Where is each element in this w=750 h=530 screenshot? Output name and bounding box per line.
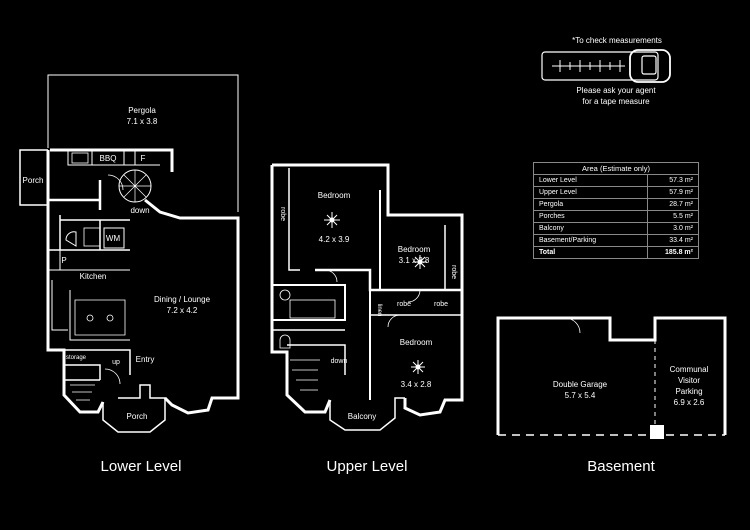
area-row-label: Basement/Parking bbox=[533, 234, 648, 247]
bedroom-3-dims: 3.4 x 2.8 bbox=[401, 380, 432, 389]
fridge-label: F bbox=[141, 154, 146, 163]
balcony-label: Balcony bbox=[348, 412, 376, 421]
visitor-parking-line1: Communal bbox=[670, 365, 709, 374]
basement-plan bbox=[496, 316, 727, 439]
visitor-parking-line2: Visitor bbox=[678, 376, 700, 385]
garage-label: Double Garage bbox=[553, 380, 608, 389]
tape-measure-icon bbox=[541, 49, 671, 83]
upper-level-title: Upper Level bbox=[327, 458, 408, 475]
pergola-label: Pergola bbox=[128, 106, 156, 115]
porch-bottom-label: Porch bbox=[127, 412, 148, 421]
area-table-header: Area (Estimate only) bbox=[533, 162, 699, 175]
garage-dims: 5.7 x 5.4 bbox=[565, 391, 596, 400]
lower-level-title: Lower Level bbox=[101, 458, 182, 475]
basement-title: Basement bbox=[587, 458, 655, 475]
storage-label: storage bbox=[66, 355, 87, 361]
area-row-label: Pergola bbox=[533, 198, 648, 211]
linen-label: linen bbox=[376, 304, 382, 317]
dining-dims: 7.2 x 4.2 bbox=[167, 306, 198, 315]
area-row-label: Upper Level bbox=[533, 186, 648, 199]
bedroom-1-label: Bedroom bbox=[318, 191, 351, 200]
visitor-parking-dims: 6.9 x 2.6 bbox=[674, 398, 705, 407]
upper-down-label: down bbox=[331, 358, 348, 365]
bedroom-1-dims: 4.2 x 3.9 bbox=[319, 235, 350, 244]
area-row: Pergola 28.7 m² bbox=[533, 198, 699, 211]
robe-left-label: robe bbox=[279, 207, 286, 221]
area-table-title: Area (Estimate only) bbox=[533, 162, 699, 175]
pantry-label: P bbox=[61, 256, 66, 265]
bedroom-3-label: Bedroom bbox=[400, 338, 433, 347]
bedroom-2-dims: 3.1 x 2.8 bbox=[399, 256, 430, 265]
area-table: Area (Estimate only) Lower Level 57.3 m²… bbox=[533, 162, 699, 259]
lower-up-label: up bbox=[112, 359, 120, 366]
area-row-value: 28.7 m² bbox=[647, 198, 699, 211]
area-row-value: 5.5 m² bbox=[647, 210, 699, 223]
entry-label: Entry bbox=[136, 355, 155, 364]
dining-label: Dining / Lounge bbox=[154, 295, 211, 304]
lower-level-plan bbox=[19, 74, 240, 433]
robe-mid-label: robe bbox=[397, 301, 411, 308]
robe-mid2-label: robe bbox=[434, 301, 448, 308]
area-row-value: 57.3 m² bbox=[647, 174, 699, 187]
area-total-row: Total 185.8 m² bbox=[533, 246, 699, 259]
wm-label: WM bbox=[106, 234, 121, 243]
measure-line1: Please ask your agent bbox=[576, 86, 656, 95]
pergola-dims: 7.1 x 3.8 bbox=[127, 117, 158, 126]
measure-note: *To check measurements bbox=[572, 36, 662, 45]
area-row: Lower Level 57.3 m² bbox=[533, 174, 699, 187]
area-row-label: Lower Level bbox=[533, 174, 648, 187]
area-row-value: 57.9 m² bbox=[647, 186, 699, 199]
bedroom-2-label: Bedroom bbox=[398, 245, 431, 254]
area-row-label: Balcony bbox=[533, 222, 648, 235]
area-row-value: 3.0 m² bbox=[647, 222, 699, 235]
visitor-parking-line3: Parking bbox=[675, 387, 702, 396]
upper-level-plan bbox=[270, 163, 464, 431]
porch-top-label: Porch bbox=[23, 176, 44, 185]
kitchen-label: Kitchen bbox=[80, 272, 107, 281]
area-row-label: Porches bbox=[533, 210, 648, 223]
robe-right-label: robe bbox=[450, 265, 457, 279]
area-row: Basement/Parking 33.4 m² bbox=[533, 234, 699, 247]
area-row: Porches 5.5 m² bbox=[533, 210, 699, 223]
lower-down-label: down bbox=[130, 206, 149, 215]
area-row-value: 33.4 m² bbox=[647, 234, 699, 247]
measure-line2: for a tape measure bbox=[582, 97, 650, 106]
area-row: Balcony 3.0 m² bbox=[533, 222, 699, 235]
area-total-label: Total bbox=[533, 246, 648, 259]
area-total-value: 185.8 m² bbox=[647, 246, 699, 259]
bbq-label: BBQ bbox=[100, 154, 117, 163]
area-row: Upper Level 57.9 m² bbox=[533, 186, 699, 199]
